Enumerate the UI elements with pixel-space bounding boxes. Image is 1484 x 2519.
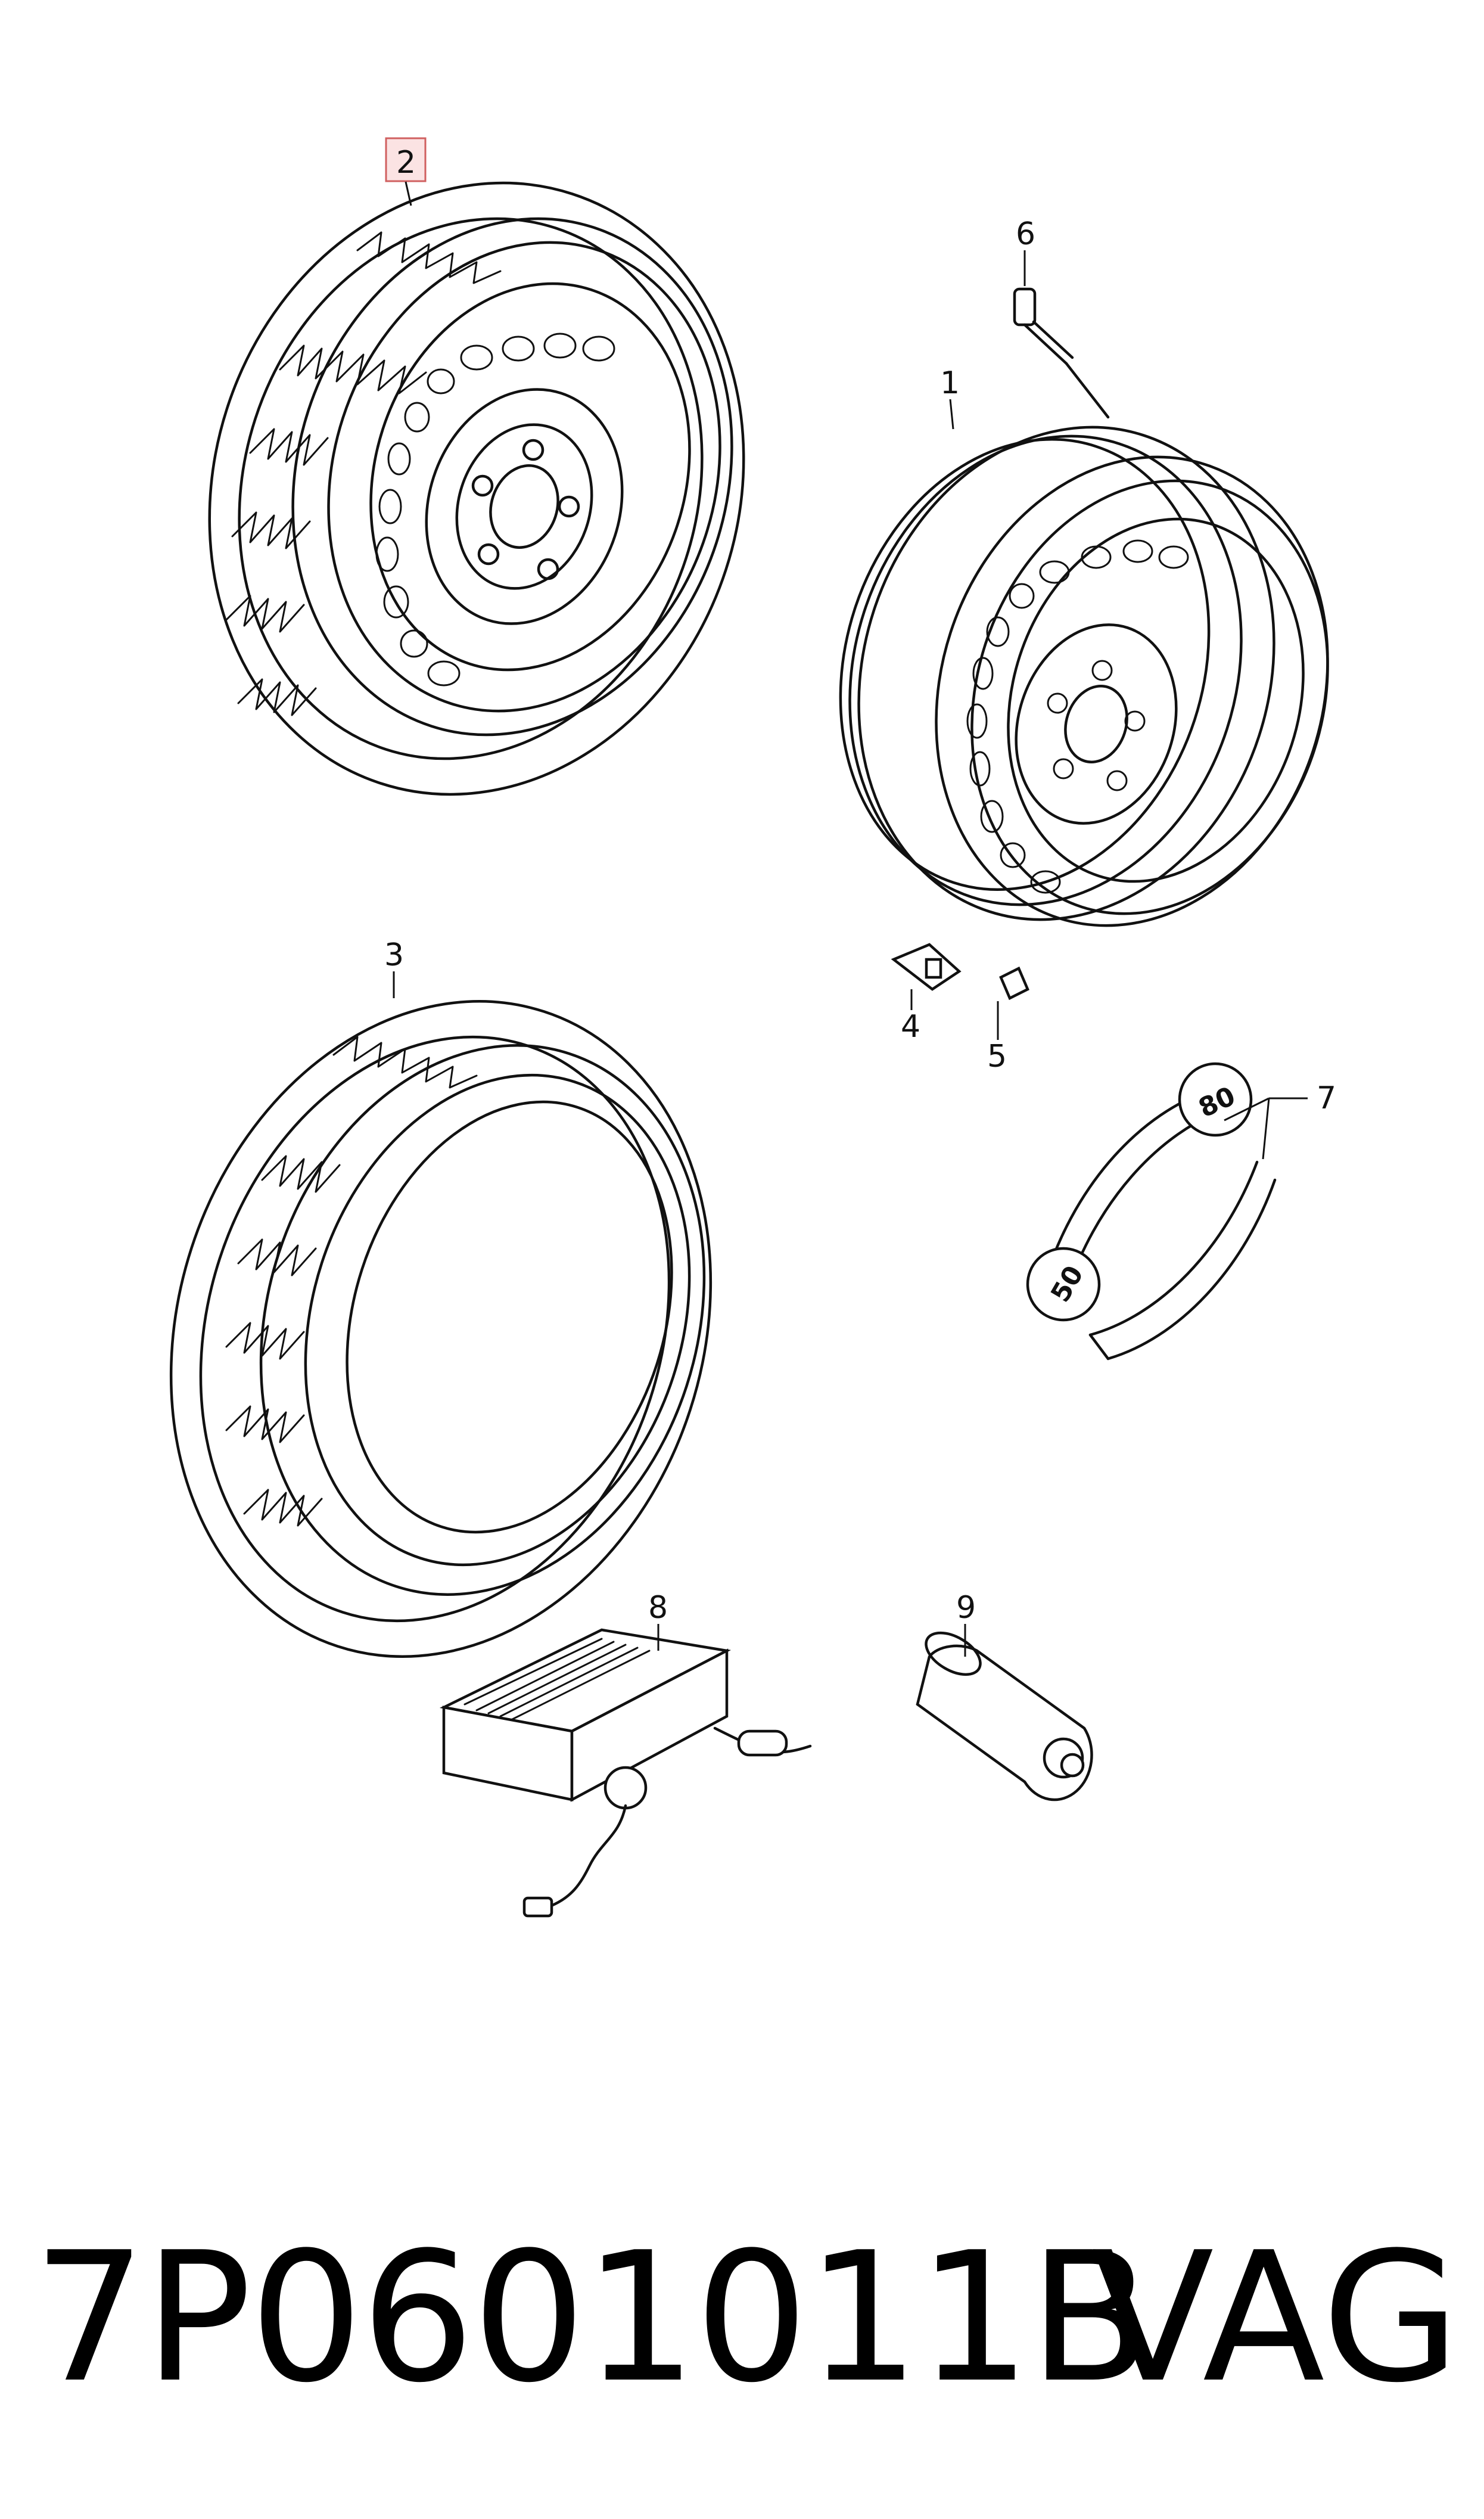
svg-text:5: 5 (987, 1039, 1007, 1074)
balance-weight[interactable] (891, 943, 962, 991)
svg-text:8: 8 (648, 1590, 668, 1626)
callout-4: 4 (901, 989, 920, 1045)
callout-6: 6 (1016, 216, 1035, 286)
callout-2: 2 (385, 137, 427, 206)
tyre-valve[interactable] (1013, 287, 1110, 419)
speed-sticker-rings[interactable]: 80 50 (1026, 1062, 1277, 1361)
callout-7: 7 (1224, 1080, 1336, 1160)
brand-text: VAG (1091, 2214, 1460, 2422)
exploded-parts-diagram: 80 50 2 6 1 3 4 5 (88, 113, 1387, 1918)
svg-text:1: 1 (940, 365, 960, 401)
complete-wheel-assembly[interactable] (132, 113, 822, 864)
svg-text:9: 9 (956, 1590, 976, 1626)
callout-3: 3 (384, 937, 404, 998)
tyre-sealant-bottle[interactable] (916, 1625, 1093, 1801)
svg-text:6: 6 (1016, 216, 1035, 252)
tyre-inflator-compressor[interactable] (439, 1628, 812, 1918)
svg-text:4: 4 (901, 1009, 920, 1045)
callout-5: 5 (987, 1001, 1007, 1074)
svg-text:2: 2 (396, 145, 416, 181)
callout-9: 9 (956, 1590, 976, 1657)
part-number-text: 7P0601011B (33, 2214, 1152, 2422)
tyre[interactable] (88, 930, 793, 1727)
callout-8: 8 (648, 1590, 668, 1651)
callout-1: 1 (940, 365, 960, 430)
svg-text:3: 3 (384, 937, 404, 973)
steel-rim[interactable] (784, 372, 1387, 977)
svg-text:7: 7 (1317, 1080, 1336, 1116)
clip-weight[interactable] (999, 966, 1029, 1001)
